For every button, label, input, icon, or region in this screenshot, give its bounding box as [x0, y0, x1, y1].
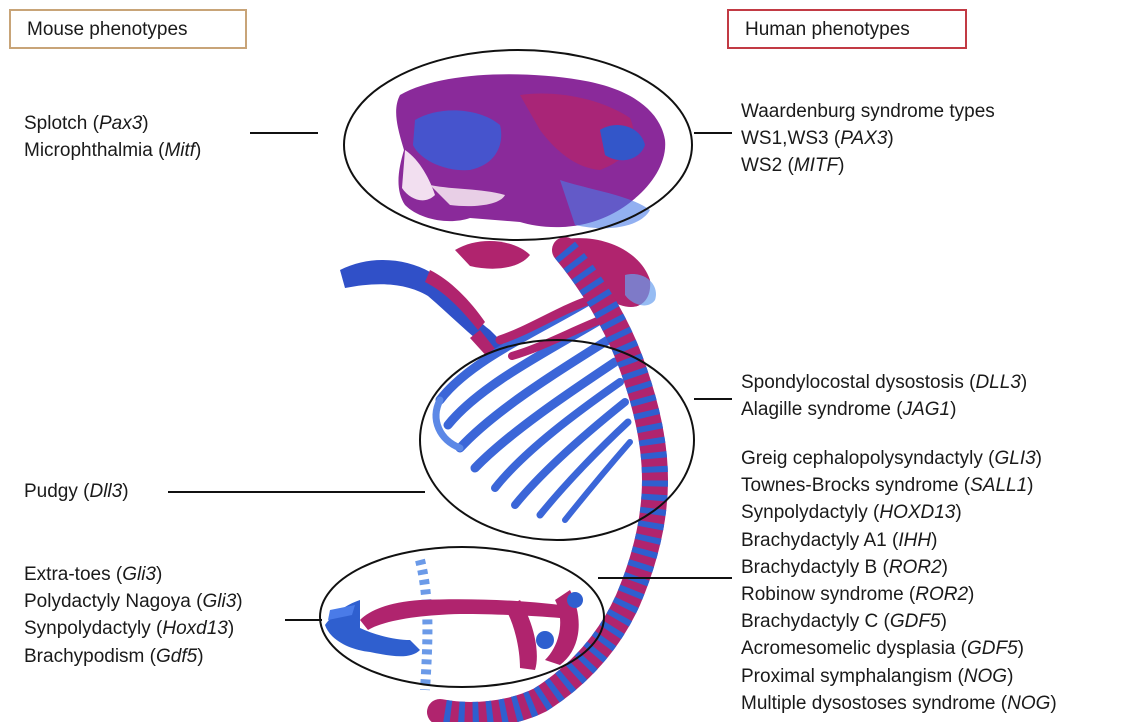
closing-paren: ) — [838, 155, 844, 176]
gene-symbol: NOG — [1007, 693, 1050, 714]
phenotype-name: Pudgy ( — [24, 481, 89, 502]
human-phenotype-label: Townes-Brocks syndrome (SALL1) — [741, 472, 1034, 499]
phenotype-name: Waardenburg syndrome types — [741, 101, 995, 122]
phenotype-name: Acromesomelic dysplasia ( — [741, 638, 967, 659]
human-phenotype-label: Synpolydactyly (HOXD13) — [741, 499, 962, 526]
gene-symbol: Pax3 — [99, 113, 142, 134]
phenotype-name: WS1,WS3 ( — [741, 128, 840, 149]
human-phenotype-label: Brachydactyly A1 (IHH) — [741, 527, 937, 554]
gene-symbol: NOG — [964, 666, 1007, 687]
human-phenotypes-header: Human phenotypes — [727, 9, 967, 49]
gene-symbol: JAG1 — [903, 399, 951, 420]
ribcage-illustration — [436, 300, 630, 520]
hindlimb-illustration — [325, 590, 583, 670]
gene-symbol: PAX3 — [840, 128, 887, 149]
human-phenotype-label: Brachydactyly B (ROR2) — [741, 554, 948, 581]
phenotype-name: Brachydactyly C ( — [741, 611, 890, 632]
closing-paren: ) — [1021, 372, 1027, 393]
human-phenotype-label: WS1,WS3 (PAX3) — [741, 125, 894, 152]
human-phenotype-label: Acromesomelic dysplasia (GDF5) — [741, 635, 1024, 662]
mouse-phenotype-label: Synpolydactyly (Hoxd13) — [24, 615, 234, 642]
closing-paren: ) — [197, 646, 203, 667]
phenotype-name: Proximal symphalangism ( — [741, 666, 964, 687]
phenotype-name: Townes-Brocks syndrome ( — [741, 475, 970, 496]
phenotype-name: Extra-toes ( — [24, 564, 122, 585]
human-phenotype-label: WS2 (MITF) — [741, 152, 844, 179]
phenotype-name: Greig cephalopolysyndactyly ( — [741, 448, 994, 469]
phenotype-name: Microphthalmia ( — [24, 140, 164, 161]
closing-paren: ) — [941, 611, 947, 632]
closing-paren: ) — [142, 113, 148, 134]
gene-symbol: Gdf5 — [156, 646, 197, 667]
mouse-phenotype-label: Polydactyly Nagoya (Gli3) — [24, 588, 243, 615]
phenotype-name: Robinow syndrome ( — [741, 584, 915, 605]
gene-symbol: MITF — [794, 155, 838, 176]
gene-symbol: HOXD13 — [879, 502, 955, 523]
skull-illustration — [396, 74, 665, 228]
gene-symbol: Dll3 — [89, 481, 122, 502]
human-phenotype-label: Multiple dysostoses syndrome (NOG) — [741, 690, 1057, 717]
mouse-phenotype-label: Pudgy (Dll3) — [24, 478, 129, 505]
closing-paren: ) — [1007, 666, 1013, 687]
closing-paren: ) — [228, 618, 234, 639]
phenotype-name: Polydactyly Nagoya ( — [24, 591, 202, 612]
closing-paren: ) — [156, 564, 162, 585]
gene-symbol: IHH — [898, 530, 931, 551]
phenotype-name: Multiple dysostoses syndrome ( — [741, 693, 1007, 714]
mouse-phenotype-label: Extra-toes (Gli3) — [24, 561, 162, 588]
gene-symbol: ROR2 — [915, 584, 968, 605]
closing-paren: ) — [1027, 475, 1033, 496]
human-phenotype-label: Proximal symphalangism (NOG) — [741, 663, 1013, 690]
closing-paren: ) — [950, 399, 956, 420]
closing-paren: ) — [931, 530, 937, 551]
human-phenotype-label: Brachydactyly C (GDF5) — [741, 608, 947, 635]
closing-paren: ) — [955, 502, 961, 523]
closing-paren: ) — [236, 591, 242, 612]
mouse-phenotypes-header: Mouse phenotypes — [9, 9, 247, 49]
gene-symbol: Gli3 — [122, 564, 156, 585]
mouse-phenotype-label: Microphthalmia (Mitf) — [24, 137, 201, 164]
phenotype-name: Spondylocostal dysostosis ( — [741, 372, 975, 393]
gene-symbol: Hoxd13 — [162, 618, 228, 639]
phenotype-name: Brachypodism ( — [24, 646, 156, 667]
phenotype-name: Alagille syndrome ( — [741, 399, 903, 420]
gene-symbol: GLI3 — [994, 448, 1035, 469]
closing-paren: ) — [195, 140, 201, 161]
gene-symbol: GDF5 — [967, 638, 1018, 659]
closing-paren: ) — [1050, 693, 1056, 714]
closing-paren: ) — [122, 481, 128, 502]
phenotype-name: Synpolydactyly ( — [24, 618, 162, 639]
human-phenotype-label: Spondylocostal dysostosis (DLL3) — [741, 369, 1027, 396]
gene-symbol: SALL1 — [970, 475, 1027, 496]
closing-paren: ) — [887, 128, 893, 149]
gene-symbol: ROR2 — [889, 557, 942, 578]
closing-paren: ) — [1036, 448, 1042, 469]
mouse-phenotype-label: Splotch (Pax3) — [24, 110, 149, 137]
human-phenotype-label: Greig cephalopolysyndactyly (GLI3) — [741, 445, 1042, 472]
gene-symbol: GDF5 — [890, 611, 941, 632]
phenotype-name: Brachydactyly B ( — [741, 557, 889, 578]
gene-symbol: Gli3 — [202, 591, 236, 612]
phenotype-name: Splotch ( — [24, 113, 99, 134]
closing-paren: ) — [1018, 638, 1024, 659]
mouse-phenotype-label: Brachypodism (Gdf5) — [24, 643, 204, 670]
gene-symbol: Mitf — [164, 140, 195, 161]
closing-paren: ) — [968, 584, 974, 605]
human-phenotype-label: Robinow syndrome (ROR2) — [741, 581, 974, 608]
phenotype-name: Synpolydactyly ( — [741, 502, 879, 523]
phenotype-name: Brachydactyly A1 ( — [741, 530, 898, 551]
gene-symbol: DLL3 — [975, 372, 1020, 393]
human-phenotype-label: Waardenburg syndrome types — [741, 98, 995, 125]
human-phenotype-label: Alagille syndrome (JAG1) — [741, 396, 956, 423]
closing-paren: ) — [942, 557, 948, 578]
phenotype-name: WS2 ( — [741, 155, 794, 176]
